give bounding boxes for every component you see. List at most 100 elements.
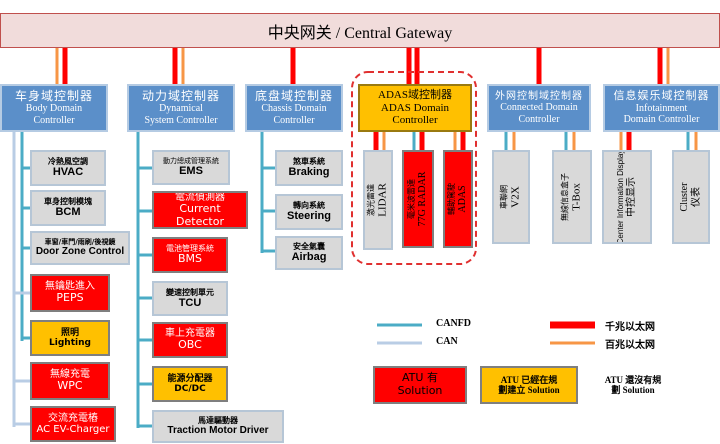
node-cluster-cn: 仪表 — [691, 187, 702, 208]
node-steering[interactable]: 轉向系統 Steering — [275, 194, 343, 230]
node-lidar[interactable]: 激光雷達 LIDAR — [363, 150, 393, 250]
node-steering-en: Steering — [286, 210, 331, 223]
node-tcu[interactable]: 變速控制單元 TCU — [152, 281, 228, 316]
node-braking[interactable]: 煞車系統 Braking — [275, 150, 343, 186]
legend-gigabit-label: 千兆以太网 — [605, 322, 655, 333]
node-ac-ev-charger[interactable]: 交流充電樁 AC EV-Charger — [30, 406, 116, 442]
note-atu-building-line1: ATU 已經在規 — [500, 374, 558, 385]
node-braking-en: Braking — [288, 166, 330, 179]
infotainment-domain-cn: 信息娱乐域控制器 — [613, 89, 710, 103]
node-bms[interactable]: 電池管理系統 BMS — [152, 237, 228, 273]
node-dcdc-en: DC/DC — [174, 384, 206, 394]
node-lighting-cn: 照明 — [60, 327, 79, 338]
node-lighting-en: Lighting — [49, 338, 91, 348]
connected-domain-en2: Controller — [518, 113, 560, 125]
node-peps-en: PEPS — [56, 291, 84, 305]
node-bms-en: BMS — [177, 252, 203, 266]
node-lidar-cn: 激光雷達 — [366, 184, 376, 217]
node-airbag-en: Airbag — [291, 251, 327, 264]
adas-domain-en1: ADAS Domain — [380, 101, 450, 114]
node-airbag-cn: 安全氣囊 — [293, 242, 325, 252]
node-steering-cn: 轉向系統 — [293, 201, 325, 211]
node-v2x-en: V2X — [509, 186, 522, 208]
node-lidar-en: LIDAR — [376, 183, 389, 217]
legend-can-label: CAN — [436, 336, 458, 347]
node-wpc[interactable]: 無線充電 WPC — [30, 362, 110, 400]
body-domain-en1: Body Domain — [25, 103, 83, 115]
node-bcm[interactable]: 車身控制模塊 BCM — [30, 190, 106, 226]
chassis-domain-en1: Chassis Domain — [261, 103, 327, 115]
node-77g-radar-en: 77G RADAR — [416, 171, 428, 227]
node-dcdc-cn: 能源分配器 — [167, 373, 213, 384]
node-tcu-cn: 變速控制單元 — [166, 287, 214, 297]
infotainment-domain-en2: Domain Controller — [623, 114, 700, 126]
legend-canfd-label: CANFD — [436, 318, 471, 329]
node-v2x[interactable]: 車聯網 V2X — [492, 150, 530, 244]
body-domain-en2: Controller — [33, 114, 75, 126]
node-wpc-cn: 無線充電 — [50, 368, 90, 380]
node-traction-motor-driver[interactable]: 馬達驅動器 Traction Motor Driver — [152, 410, 284, 443]
dynamical-domain-en1: Dynamical — [159, 103, 203, 115]
node-obc[interactable]: 車上充電器 OBC — [152, 322, 228, 358]
note-atu-none-line1: ATU 還沒有規 — [604, 374, 662, 385]
central-gateway-label: 中央网关 / Central Gateway — [267, 24, 453, 42]
note-atu-solution-line1: ATU 有 — [402, 371, 438, 385]
node-bcm-en: BCM — [55, 206, 81, 219]
note-atu-solution-line2: Solution — [397, 384, 443, 397]
node-cluster-en: Cluster — [679, 182, 690, 212]
node-hvac[interactable]: 冷熱風空調 HVAC — [30, 150, 106, 186]
connected-domain-controller[interactable]: 外网控制域控制器 Connected Domain Controller — [487, 84, 591, 132]
chassis-domain-cn: 底盘域控制器 — [254, 88, 333, 103]
node-center-information-display[interactable]: Center Information Display 中控显示 — [602, 150, 652, 244]
node-traction-motor-driver-en: Traction Motor Driver — [167, 425, 269, 437]
node-hvac-en: HVAC — [52, 166, 84, 179]
note-atu-building-line2: 劃建立 Solution — [498, 385, 560, 395]
node-77g-radar[interactable]: 毫米波雷達 77G RADAR — [402, 150, 434, 248]
node-braking-cn: 煞車系統 — [293, 157, 325, 167]
adas-domain-cn: ADAS域控制器 — [378, 89, 452, 102]
adas-highlight-frame — [351, 71, 477, 265]
node-ems-en: EMS — [179, 165, 203, 178]
node-current-detector-en: Current Detector — [176, 202, 224, 228]
node-77g-radar-cn: 毫米波雷達 — [407, 179, 417, 220]
connected-domain-en1: Connected Domain — [500, 102, 578, 114]
node-adas-cn: 輔助駕駛 — [447, 183, 457, 215]
node-peps[interactable]: 無鑰匙進入 PEPS — [30, 274, 110, 312]
node-cluster[interactable]: Cluster 仪表 — [672, 150, 710, 244]
node-lighting[interactable]: 照明 Lighting — [30, 320, 110, 356]
node-t-box-cn: 無線信息盒子 — [560, 173, 570, 221]
node-door-zone-control[interactable]: 車窗/車門/雨刷/後視鏡 Door Zone Control — [30, 231, 130, 265]
connected-domain-cn: 外网控制域控制器 — [495, 90, 583, 102]
infotainment-domain-controller[interactable]: 信息娱乐域控制器 Infotainment Domain Controller — [603, 84, 720, 132]
central-gateway[interactable]: 中央网关 / Central Gateway — [0, 13, 720, 48]
node-adas[interactable]: 輔助駕駛 ADAS — [443, 150, 473, 248]
infotainment-domain-en1: Infotainment — [635, 102, 688, 114]
node-dcdc[interactable]: 能源分配器 DC/DC — [152, 366, 228, 402]
adas-domain-controller[interactable]: ADAS域控制器 ADAS Domain Controller — [358, 84, 472, 132]
dynamical-domain-controller[interactable]: 动力域控制器 Dynamical System Controller — [127, 84, 235, 132]
node-t-box[interactable]: 無線信息盒子 T-Box — [552, 150, 592, 244]
body-domain-controller[interactable]: 车身域控制器 Body Domain Controller — [0, 84, 108, 132]
node-v2x-cn: 車聯網 — [499, 185, 509, 209]
legend-100m-label: 百兆以太网 — [605, 340, 655, 351]
node-traction-motor-driver-cn: 馬達驅動器 — [198, 416, 238, 426]
node-door-zone-en: Door Zone Control — [35, 246, 125, 258]
chassis-domain-controller[interactable]: 底盘域控制器 Chassis Domain Controller — [245, 84, 343, 132]
note-atu-building: ATU 已經在規 劃建立 Solution — [480, 366, 578, 404]
note-atu-solution: ATU 有 Solution — [373, 366, 467, 404]
node-ems-cn: 動力總成管理系統 — [163, 157, 219, 166]
adas-domain-en2: Controller — [392, 114, 438, 127]
node-adas-en: ADAS — [456, 185, 468, 213]
note-atu-none: ATU 還沒有規 劃 Solution — [590, 366, 676, 404]
node-obc-en: OBC — [178, 338, 202, 352]
chassis-domain-en2: Controller — [273, 114, 315, 126]
node-peps-cn: 無鑰匙進入 — [45, 280, 95, 292]
note-atu-none-line2: 劃 Solution — [611, 385, 655, 395]
node-ac-ev-charger-cn: 交流充電樁 — [48, 412, 98, 424]
node-current-detector[interactable]: 電流偵測器 Current Detector — [152, 191, 248, 229]
node-airbag[interactable]: 安全氣囊 Airbag — [275, 236, 343, 270]
node-ems[interactable]: 動力總成管理系統 EMS — [152, 150, 230, 185]
node-tcu-en: TCU — [178, 296, 202, 309]
node-current-detector-cn: 電流偵測器 — [175, 191, 225, 203]
